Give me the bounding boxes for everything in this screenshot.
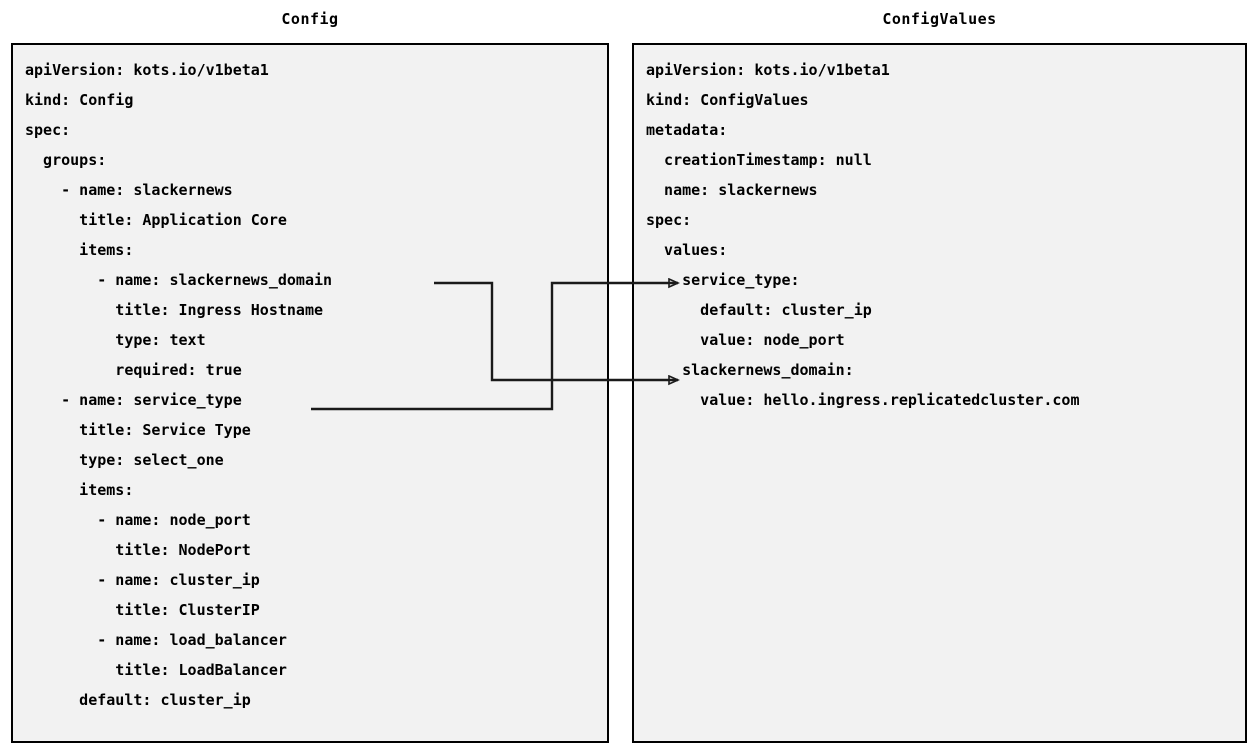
config-line-3: groups:: [25, 151, 107, 169]
configvalues-line-11: value: hello.ingress.replicatedcluster.c…: [646, 391, 1080, 409]
config-line-1: kind: Config: [25, 91, 134, 109]
config-panel-title: Config: [281, 10, 339, 28]
configvalues-panel-title: ConfigValues: [882, 10, 997, 28]
configvalues-yaml-lines: apiVersion: kots.io/v1beta1 kind: ConfigV…: [646, 55, 1079, 415]
config-yaml-lines: apiVersion: kots.io/v1beta1 kind: Config s…: [25, 55, 332, 715]
config-line-5: title: Application Core: [25, 211, 287, 229]
config-yaml-panel: apiVersion: kots.io/v1beta1 kind: Config s…: [11, 43, 609, 743]
config-line-10: required: true: [25, 361, 242, 379]
config-line-7: - name: slackernews_domain: [25, 271, 333, 289]
config-line-0: apiVersion: kots.io/v1beta1: [25, 61, 269, 79]
configvalues-line-8: default: cluster_ip: [646, 301, 872, 319]
configvalues-line-10: slackernews_domain:: [646, 361, 854, 379]
configvalues-line-2: metadata:: [646, 121, 728, 139]
config-line-19: - name: load_balancer: [25, 631, 287, 649]
config-line-16: title: NodePort: [25, 541, 251, 559]
config-line-2: spec:: [25, 121, 71, 139]
config-line-18: title: ClusterIP: [25, 601, 260, 619]
config-line-20: title: LoadBalancer: [25, 661, 287, 679]
config-line-9: type: text: [25, 331, 206, 349]
configvalues-line-0: apiVersion: kots.io/v1beta1: [646, 61, 890, 79]
config-line-8: title: Ingress Hostname: [25, 301, 324, 319]
config-line-15: - name: node_port: [25, 511, 251, 529]
configvalues-line-5: spec:: [646, 211, 692, 229]
config-line-11: - name: service_type: [25, 391, 242, 409]
config-line-6: items:: [25, 241, 134, 259]
configvalues-yaml-panel: apiVersion: kots.io/v1beta1 kind: ConfigV…: [632, 43, 1247, 743]
config-line-13: type: select_one: [25, 451, 224, 469]
configvalues-line-3: creationTimestamp: null: [646, 151, 872, 169]
config-line-4: - name: slackernews: [25, 181, 233, 199]
configvalues-line-9: value: node_port: [646, 331, 845, 349]
config-line-17: - name: cluster_ip: [25, 571, 260, 589]
config-line-14: items:: [25, 481, 134, 499]
configvalues-line-1: kind: ConfigValues: [646, 91, 809, 109]
config-line-12: title: Service Type: [25, 421, 251, 439]
configvalues-line-7: service_type:: [646, 271, 800, 289]
configvalues-line-6: values:: [646, 241, 728, 259]
config-line-21: default: cluster_ip: [25, 691, 251, 709]
configvalues-line-4: name: slackernews: [646, 181, 818, 199]
